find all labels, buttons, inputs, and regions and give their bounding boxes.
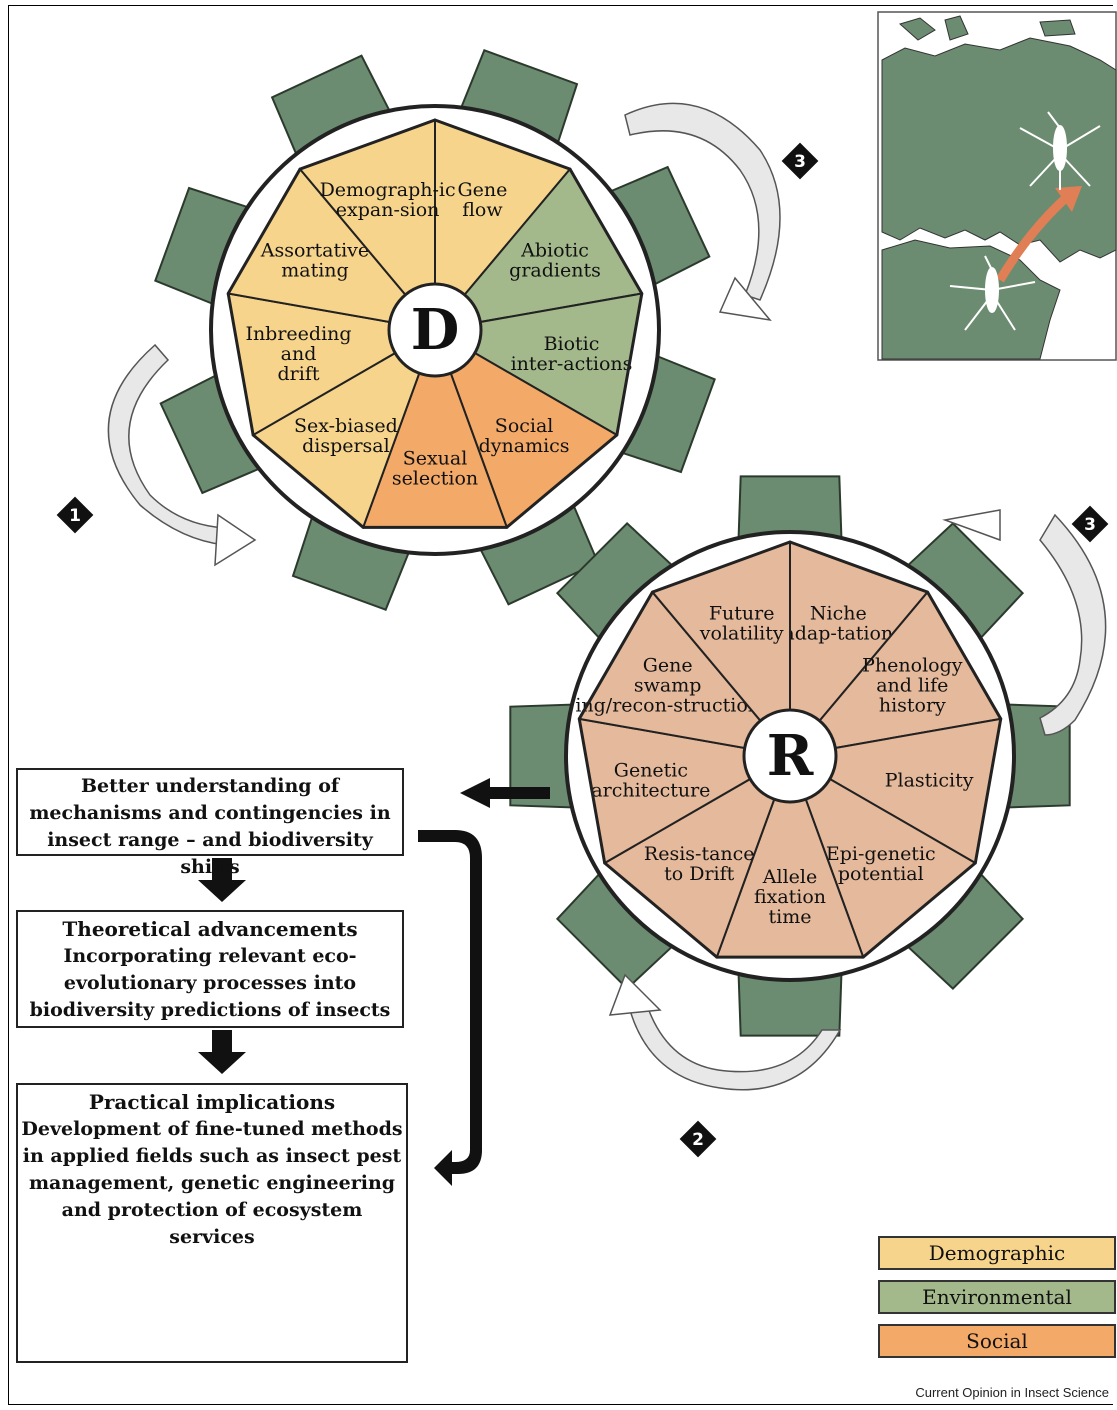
hub-circle [742,708,838,804]
badge-3-number: 3 [1084,515,1096,535]
hub-circle [387,282,483,378]
arrowhead [942,509,1001,542]
down-arrow [198,858,246,902]
understanding-box: Better understanding of mechanisms and c… [16,768,404,878]
left-arrow [460,778,550,808]
arrowhead [718,276,772,322]
legend-social: Social [878,1324,1116,1358]
understanding-text: Better understanding of mechanisms and c… [29,775,391,878]
arrowhead [214,513,257,567]
badge-2-number: 2 [692,1130,704,1150]
practical-text: Development of fine-tuned methods in app… [21,1118,403,1248]
bracket-arrow [418,830,482,1186]
gear-hub: D [387,282,483,378]
badge-2: 2 [679,1120,717,1158]
rotation-arrow-3-right [1039,513,1107,736]
practical-title: Practical implications [88,1090,336,1114]
badge-1-number: 1 [69,506,81,526]
badge-1: 1 [56,496,94,534]
rotation-arrows [107,102,1107,1091]
segment-label: Plasticity [885,770,974,792]
legend-environmental: Environmental [878,1280,1116,1314]
practical-box: Practical implications Development of fi… [16,1083,408,1363]
badge-3-top: 3 [781,142,819,180]
theory-title: Theoretical advancements [62,917,358,941]
hub-letter: R [767,723,814,789]
world-map-inset [877,11,1117,361]
arrowhead [608,973,662,1016]
flow-arrows [198,778,550,1186]
migration-arrowhead [1055,186,1082,212]
badge-3-number: 3 [794,152,806,172]
down-arrow [198,1030,246,1074]
theory-box: Theoretical advancements Incorporating r… [16,910,404,1028]
legend-demographic: Demographic [878,1236,1116,1270]
migration-arrow [996,192,1072,283]
segment-outline [577,540,1003,959]
figure-frame [8,5,1113,1405]
badge-3-right: 3 [1071,505,1109,543]
mosquito-icon [949,255,1036,331]
gear-hub: R [742,708,838,804]
figure-credit: Current Opinion in Insect Science [915,1385,1109,1400]
mosquito-icon [1019,111,1101,190]
segment-outline [226,118,644,529]
hub-letter: D [411,297,460,363]
rotation-arrow-3-top [624,102,781,301]
theory-text: Incorporating relevant eco-evolutionary … [29,945,391,1021]
